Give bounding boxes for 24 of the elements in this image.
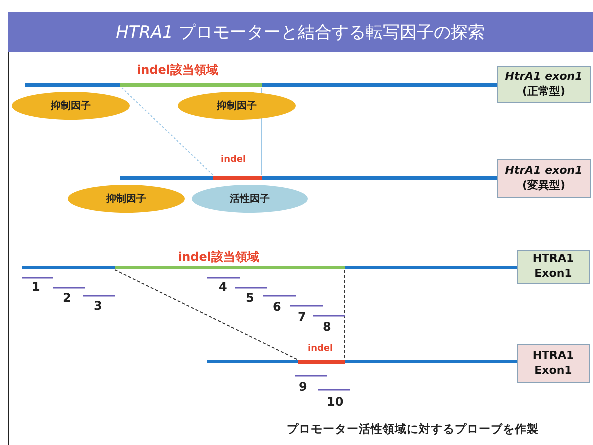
exon-box: HtrA1 exon1 (正常型) xyxy=(497,66,591,103)
probe-number: 8 xyxy=(323,320,332,334)
exon-box: HTRA1 Exon1 xyxy=(517,250,590,284)
exon-box: HTRA1 Exon1 xyxy=(517,344,590,383)
probe-number: 6 xyxy=(273,300,282,314)
exon-box: HtrA1 exon1 (変異型) xyxy=(497,159,591,198)
probe-number: 7 xyxy=(298,310,306,324)
factor-ellipse: 抑制因子 xyxy=(68,185,185,213)
region-label: indel xyxy=(308,344,334,354)
note-text: プロモーター活性領域に対するプローブを作製 xyxy=(287,422,539,437)
factor-ellipse: 抑制因子 xyxy=(178,92,296,120)
probe-number: 2 xyxy=(63,291,72,305)
region-label: indel該当領域 xyxy=(137,62,218,79)
probe-number: 10 xyxy=(327,395,344,409)
probe-number: 5 xyxy=(246,291,254,305)
region-label: indel該当領域 xyxy=(178,249,260,266)
title: HTRA1 プロモーターと結合する転写因子の探索 xyxy=(8,12,593,52)
probe-number: 3 xyxy=(94,299,102,313)
factor-ellipse: 活性因子 xyxy=(192,185,308,213)
factor-ellipse: 抑制因子 xyxy=(12,92,130,120)
probe-number: 4 xyxy=(219,280,228,294)
probe-number: 1 xyxy=(32,280,40,294)
region-label: indel xyxy=(221,155,246,165)
probe-number: 9 xyxy=(299,380,308,394)
